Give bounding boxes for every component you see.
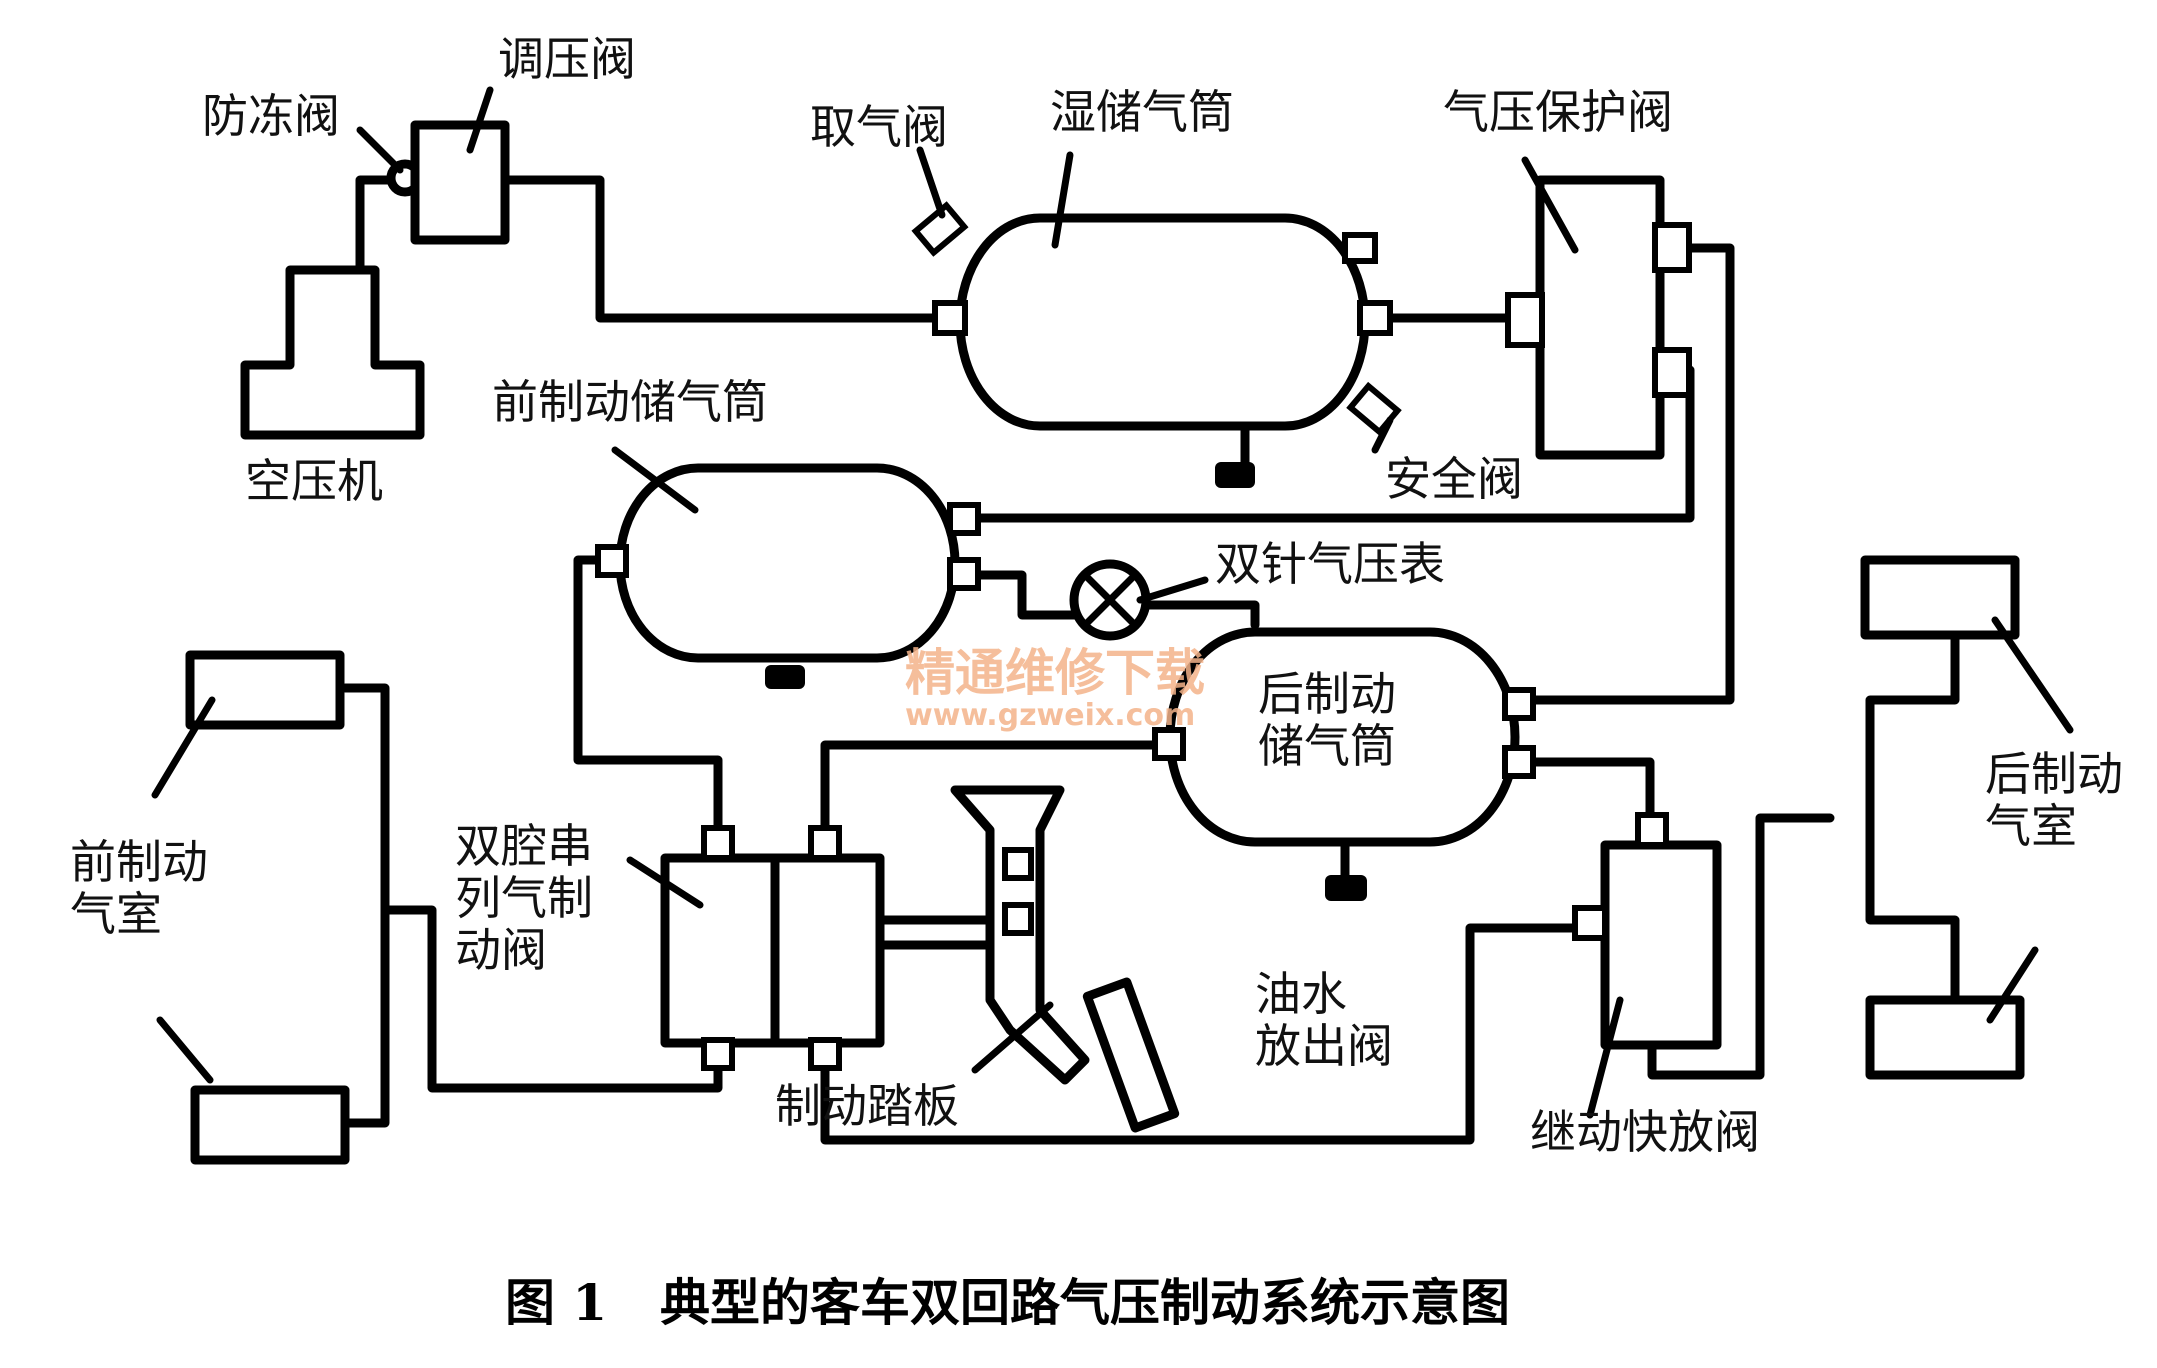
bleed-valve (911, 201, 969, 257)
label-rear-chamber-line2: 气室 (1985, 799, 2077, 853)
pipe-rear-chamber-manifold (1865, 627, 1960, 1005)
brake-valve-port-2 (808, 825, 842, 861)
front-tank-drain (765, 665, 805, 689)
label-front-chamber-line2: 气室 (70, 887, 162, 941)
label-bleed-valve: 取气阀 (810, 100, 948, 154)
leader-bleed-valve (916, 146, 946, 219)
wet-tank-drain (1215, 462, 1255, 488)
leader-pedal (971, 1001, 1054, 1074)
label-rear-brake-tank-line2: 储气筒 (1258, 719, 1396, 773)
front-brake-tank (615, 463, 960, 663)
leader-relay-valve (1586, 996, 1624, 1119)
leader-rear-chamber-lower (1986, 946, 2039, 1024)
front-tank-left-port (595, 544, 629, 578)
brake-valve-port-4 (808, 1037, 842, 1071)
leader-protection-valve (1521, 156, 1579, 254)
pipe-gauge-rear-tank (1140, 600, 1260, 630)
pipe-relay-rear-chambers (1647, 813, 1835, 1080)
label-protection-valve: 气压保护阀 (1443, 85, 1673, 139)
front-tank-inlet (947, 502, 981, 536)
relay-valve-control-port (1572, 905, 1608, 941)
label-pressure-regulator: 调压阀 (498, 32, 636, 86)
label-relay-valve: 继动快放阀 (1530, 1105, 1760, 1159)
label-rear-chamber-line1: 后制动 (1985, 747, 2123, 801)
pipe-front-chamber-manifold (340, 683, 390, 1128)
protection-valve-inlet (1505, 292, 1545, 348)
protection-valve-outlet-1 (1652, 222, 1692, 273)
rear-brake-chamber-lower (1865, 995, 2025, 1080)
wet-tank-inlet (932, 300, 968, 336)
brake-valve-chamber-left (660, 853, 780, 1048)
pipe-brake-valve-front-chambers (380, 905, 723, 1093)
brake-valve-port-1 (701, 825, 735, 861)
label-brake-valve-line2: 列气制 (455, 871, 593, 925)
caption-title: 典型的客车双回路气压制动系统示意图 (660, 1273, 1510, 1332)
leader-regulator (466, 86, 494, 154)
watermark: 精通维修下载 www.gzweix.com (905, 644, 1205, 733)
brake-valve-chamber-right (770, 853, 885, 1048)
label-front-brake-tank: 前制动储气筒 (492, 375, 768, 429)
watermark-url: www.gzweix.com (905, 698, 1195, 733)
front-brake-chamber-lower (190, 1085, 350, 1165)
pipe-regulator-wet-tank (500, 175, 950, 323)
pedal-pad (1082, 977, 1180, 1133)
pipe-rear-tank-relay-valve (1515, 757, 1655, 825)
relay-quick-release-valve (1600, 840, 1722, 1050)
rear-tank-inlet (1502, 687, 1536, 721)
air-compressor (240, 265, 425, 440)
label-wet-tank: 湿储气筒 (1050, 85, 1234, 139)
label-brake-valve-line3: 动阀 (455, 923, 547, 977)
wet-tank-outlet (1357, 300, 1393, 336)
wet-tank-top-port (1342, 232, 1378, 264)
pipe-front-tank-brake-valve (573, 555, 723, 840)
pedal-pivot-1 (1002, 847, 1034, 881)
leader-wet-tank (1051, 151, 1074, 249)
figure-caption: 图 1 典型的客车双回路气压制动系统示意图 (505, 1273, 1510, 1332)
label-front-chamber-line1: 前制动 (70, 835, 208, 889)
leader-anti-freeze (356, 126, 404, 174)
pipe-rear-tank-brake-valve (820, 740, 1185, 840)
rear-tank-left-port (1152, 727, 1186, 761)
pipe-protection-rear-tank (1515, 243, 1735, 705)
label-brake-pedal: 制动踏板 (775, 1079, 959, 1133)
air-pipes (340, 175, 1960, 1145)
pedal-pivot-2 (1002, 902, 1034, 936)
label-oil-water-line1: 油水 (1255, 967, 1347, 1021)
label-safety-valve: 安全阀 (1385, 452, 1523, 506)
front-tank-outlet (947, 557, 981, 591)
pipe-brake-valve-relay-control (820, 923, 1580, 1145)
leader-front-chamber-lower (156, 1016, 214, 1084)
leader-brake-valve (626, 856, 704, 909)
label-brake-valve-line1: 双腔串 (455, 819, 593, 873)
pressure-regulator (410, 120, 510, 245)
gauge-needle-2 (1081, 571, 1139, 629)
label-rear-brake-tank-line1: 后制动 (1258, 667, 1396, 721)
leader-gauge (1136, 576, 1209, 604)
relay-valve-top-port (1635, 812, 1669, 848)
watermark-text: 精通维修下载 (905, 644, 1205, 702)
pipe-front-tank-gauge (960, 570, 1080, 620)
leader-front-tank (611, 446, 699, 514)
label-oil-water-line2: 放出阀 (1255, 1019, 1393, 1073)
wet-tank (955, 213, 1370, 431)
label-air-compressor: 空压机 (245, 454, 383, 508)
protection-valve-outlet-2 (1652, 347, 1692, 398)
leader-rear-chamber-upper (1991, 616, 2074, 734)
leader-front-chamber-upper (151, 696, 216, 799)
label-dual-needle-gauge: 双针气压表 (1215, 537, 1445, 591)
rear-tank-outlet (1502, 745, 1536, 779)
caption-number: 图 1 (505, 1273, 607, 1332)
label-anti-freeze-valve: 防冻阀 (202, 89, 340, 143)
oil-water-drain-valve (1325, 875, 1367, 901)
front-brake-chamber-upper (185, 650, 345, 730)
rear-brake-chamber-upper (1860, 555, 2020, 640)
brake-valve-port-3 (701, 1037, 735, 1071)
leader-lines (151, 86, 2074, 1119)
leader-safety-valve (1371, 416, 1394, 454)
labels: 调压阀 防冻阀 空压机 取气阀 湿储气筒 气压保护阀 安全阀 前制动储气筒 双针… (70, 32, 2123, 1159)
